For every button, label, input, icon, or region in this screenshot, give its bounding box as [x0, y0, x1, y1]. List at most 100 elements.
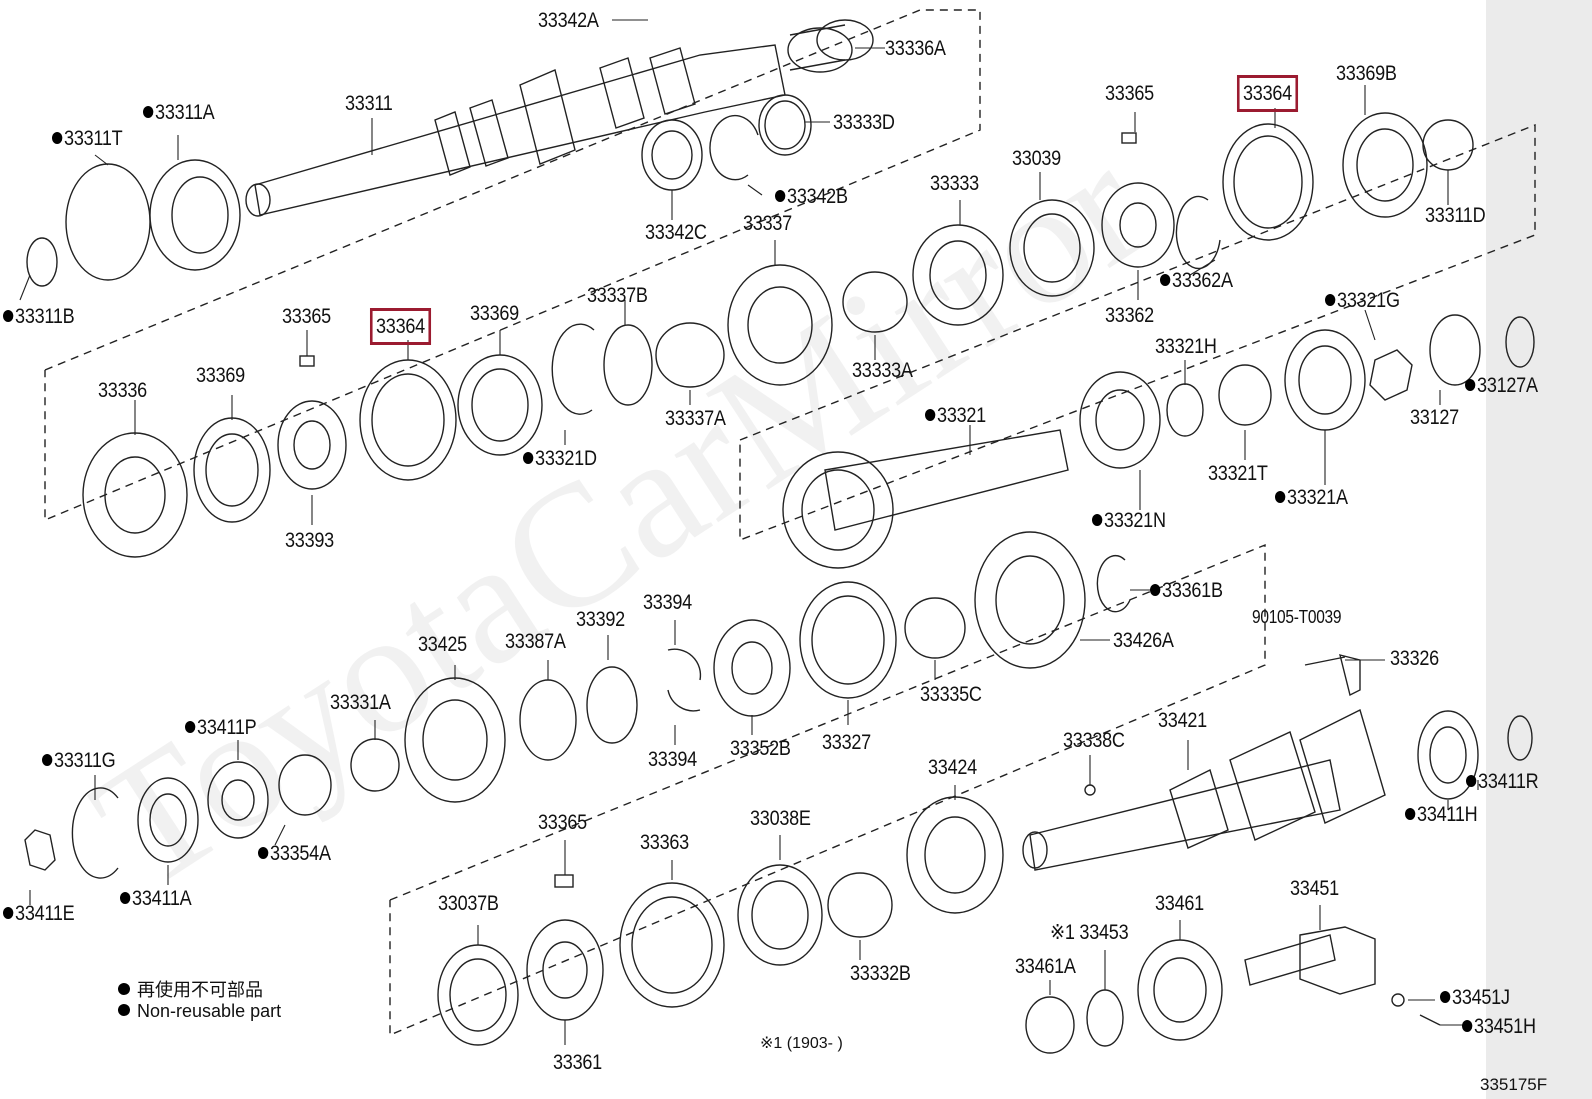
part-label-33453: ※1 33453	[1050, 921, 1129, 944]
part-label-33333: 33333	[930, 172, 979, 195]
part-label-33321a: 33321A	[1275, 487, 1348, 509]
part-label-33461a: 33461A	[1015, 955, 1076, 978]
part-label-33352b: 33352B	[730, 737, 791, 760]
part-label-33327: 33327	[822, 731, 871, 754]
part-label-33421: 33421	[1158, 709, 1207, 732]
part-label-33338c: 33338C	[1063, 729, 1125, 752]
part-label-33332b: 33332B	[850, 962, 911, 985]
part-label-33369-mid: 33369	[470, 302, 519, 325]
part-label-33365-mid: 33365	[282, 305, 331, 328]
part-label-33127a: 33127A	[1465, 375, 1538, 397]
part-label-33394-bottom: 33394	[648, 748, 697, 771]
part-label-33342c: 33342C	[645, 221, 707, 244]
part-label-33393: 33393	[285, 529, 334, 552]
part-label-33321t: 33321T	[1208, 462, 1268, 485]
part-label-33311a: 33311A	[143, 102, 215, 124]
part-label-33387a: 33387A	[505, 630, 566, 653]
nonreusable-dot-icon	[143, 106, 154, 118]
part-label-33451j: 33451J	[1440, 987, 1510, 1009]
nonreusable-dot-icon	[775, 190, 786, 202]
part-label-33426a: 33426A	[1113, 629, 1174, 652]
part-label-33451: 33451	[1290, 877, 1339, 900]
part-label-33335c: 33335C	[920, 683, 982, 706]
nonreusable-dot-icon	[120, 892, 131, 904]
nonreusable-dot-icon	[523, 452, 534, 464]
part-label-33039: 33039	[1012, 147, 1061, 170]
part-label-33394-top: 33394	[643, 591, 692, 614]
part-label-33392: 33392	[576, 608, 625, 631]
part-label-33411h: 33411H	[1405, 804, 1478, 826]
right-margin-band	[1486, 0, 1592, 1099]
part-label-33361b: 33361B	[1150, 580, 1223, 602]
nonreusable-dot-icon	[3, 310, 14, 322]
part-label-33311b: 33311B	[3, 306, 75, 328]
part-label-33336a: 33336A	[885, 37, 946, 60]
part-label-33342b: 33342B	[775, 186, 848, 208]
part-label-33364-mid: 33364	[369, 308, 431, 345]
part-label-33424: 33424	[928, 756, 977, 779]
part-label-33311d: 33311D	[1425, 204, 1486, 227]
part-label-33337: 33337	[743, 212, 792, 235]
part-label-33363: 33363	[640, 831, 689, 854]
nonreusable-dot-icon	[52, 132, 63, 144]
part-label-33321g: 33321G	[1325, 290, 1400, 312]
nonreusable-dot-icon	[42, 754, 53, 766]
part-label-33411p: 33411P	[185, 717, 257, 739]
part-label-33331a: 33331A	[330, 691, 391, 714]
part-label-33364-top: 33364	[1236, 75, 1298, 112]
part-label-33365-top: 33365	[1105, 82, 1154, 105]
part-label-33321n: 33321N	[1092, 510, 1166, 532]
part-label-33461: 33461	[1155, 892, 1204, 915]
part-label-33038e: 33038E	[750, 807, 811, 830]
part-label-33425: 33425	[418, 633, 467, 656]
nonreusable-dot-icon	[1462, 1020, 1473, 1032]
nonreusable-dot-icon	[258, 847, 269, 859]
part-label-33354a: 33354A	[258, 843, 331, 865]
part-label-33361: 33361	[553, 1051, 602, 1074]
part-label-33362: 33362	[1105, 304, 1154, 327]
nonreusable-dot-icon	[1405, 808, 1416, 820]
part-label-33321: 33321	[925, 405, 986, 427]
figure-id: 335175F	[1480, 1075, 1548, 1094]
footnote: ※1 (1903- )	[760, 1035, 843, 1052]
part-label-33311: 33311	[345, 92, 393, 115]
part-label-33333a: 33333A	[852, 359, 913, 382]
part-label-33311t: 33311T	[52, 128, 123, 150]
part-label-33337b: 33337B	[587, 284, 648, 307]
nonreusable-dot-icon	[1466, 775, 1477, 787]
nonreusable-dot-icon	[3, 907, 14, 919]
part-label-33411r: 33411R	[1466, 771, 1539, 793]
filled-dot-icon	[118, 1004, 130, 1016]
part-label-33411e: 33411E	[3, 903, 75, 925]
part-label-33326: 33326	[1390, 647, 1439, 670]
nonreusable-dot-icon	[925, 409, 936, 421]
part-label-33342a: 33342A	[538, 9, 599, 32]
nonreusable-dot-icon	[185, 721, 196, 733]
part-label-33321d: 33321D	[523, 448, 597, 470]
nonreusable-dot-icon	[1465, 379, 1476, 391]
nonreusable-dot-icon	[1440, 991, 1451, 1003]
part-label-33336: 33336	[98, 379, 147, 402]
part-label-33127: 33127	[1410, 406, 1459, 429]
part-label-33333d: 33333D	[833, 111, 895, 134]
nonreusable-dot-icon	[1275, 491, 1286, 503]
legend-item-jp: 再使用不可部品	[118, 976, 263, 1002]
input-shaft-33311	[245, 44, 786, 217]
part-label-33369b: 33369B	[1336, 62, 1397, 85]
nonreusable-dot-icon	[1150, 584, 1161, 596]
part-label-33037b: 33037B	[438, 892, 499, 915]
nonreusable-dot-icon	[1325, 294, 1336, 306]
part-label-33321h: 33321H	[1155, 335, 1217, 358]
part-label-33369-left: 33369	[196, 364, 245, 387]
legend-item-en: Non-reusable part	[118, 1001, 281, 1022]
part-label-33451h: 33451H	[1462, 1016, 1536, 1038]
part-label-33365-bottom: 33365	[538, 811, 587, 834]
part-label-33411a: 33411A	[120, 888, 192, 910]
nonreusable-dot-icon	[1160, 274, 1171, 286]
part-label-33311g: 33311G	[42, 750, 116, 772]
nonreusable-dot-icon	[1092, 514, 1103, 526]
filled-dot-icon	[118, 983, 130, 995]
part-label-90105-t0039: 90105-T0039	[1252, 607, 1342, 627]
group-boundaries	[44, 9, 1536, 1037]
